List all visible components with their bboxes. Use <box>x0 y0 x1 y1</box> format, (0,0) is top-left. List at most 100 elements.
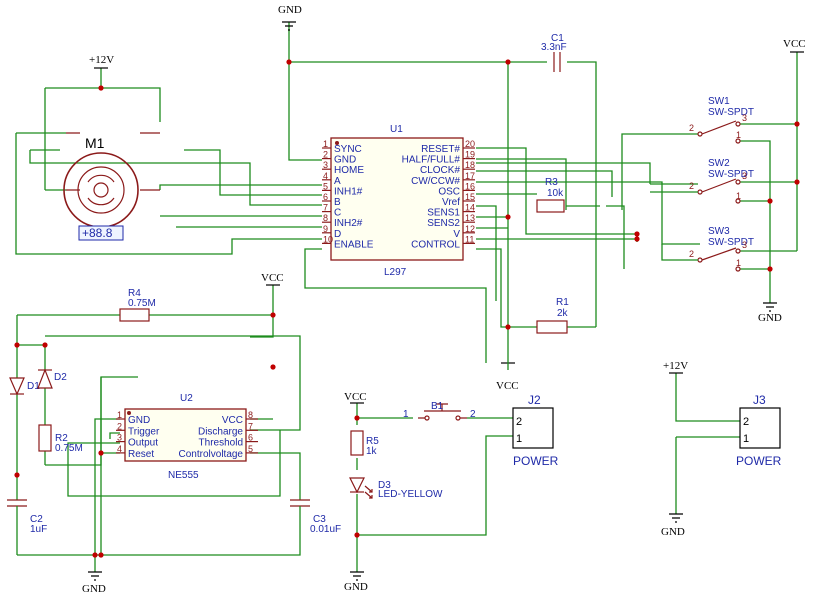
pin-number: 15 <box>465 192 475 202</box>
connector-j3: J3 2 1 POWER <box>736 393 782 468</box>
b1-pin1: 1 <box>403 409 409 420</box>
r5-value: 1k <box>366 446 378 457</box>
vcc-u2: VCC <box>261 272 284 286</box>
capacitor-c3: C3 0.01uF <box>290 499 341 535</box>
resistor-r2: R2 0.75M <box>38 424 83 454</box>
d3-value: LED-YELLOW <box>378 489 443 500</box>
sw2-type: SW-SPDT <box>708 169 754 180</box>
pin-name: B <box>334 197 341 208</box>
sw3-pin1: 1 <box>736 258 741 268</box>
pin-number: 16 <box>465 181 475 191</box>
resistor-r3: R3 10k <box>536 177 565 213</box>
gnd-j3: GND <box>661 513 685 538</box>
pin-name: CW/CCW# <box>411 176 460 187</box>
pin-number: 11 <box>465 234 474 244</box>
c1-ref: C1 <box>551 33 564 44</box>
pin-number: 1 <box>323 139 328 149</box>
sw1-type: SW-SPDT <box>708 107 754 118</box>
vcc-led: VCC <box>344 391 367 404</box>
svg-text:GND: GND <box>278 4 302 16</box>
pin-number: 12 <box>465 224 475 234</box>
pin-number: 6 <box>248 433 253 443</box>
svg-text:VCC: VCC <box>344 391 367 403</box>
r1-value: 2k <box>557 308 569 319</box>
wires <box>15 22 798 572</box>
j2-ref: J2 <box>528 393 541 407</box>
gnd-sw: GND <box>758 302 782 324</box>
capacitor-c1: C1 3.3nF <box>541 33 567 72</box>
svg-text:GND: GND <box>661 526 685 538</box>
resistor-r5: R5 1k <box>350 430 379 457</box>
capacitor-c2: C2 1uF <box>7 499 47 535</box>
sw3-pin2: 2 <box>689 249 694 259</box>
r1-ref: R1 <box>556 297 569 308</box>
r4-ref: R4 <box>128 288 141 299</box>
pin-name: SENS1 <box>427 208 460 219</box>
pin-number: 1 <box>117 410 122 420</box>
pin-number: 4 <box>323 171 328 181</box>
gnd-bottom-left: GND <box>82 571 106 595</box>
pin-number: 7 <box>248 421 253 431</box>
pin-number: 5 <box>248 444 253 454</box>
switch-sw1: SW1 SW-SPDT 2 1 3 <box>689 96 754 144</box>
r3-ref: R3 <box>545 177 558 188</box>
diode-d1: D1 <box>9 377 40 396</box>
sw1-pin2: 2 <box>689 123 694 133</box>
pin-number: 18 <box>465 160 475 170</box>
pin-name: CONTROL <box>411 239 460 250</box>
p12v-j3: +12V <box>663 360 688 374</box>
led-d3: D3 LED-YELLOW <box>349 477 443 500</box>
svg-text:GND: GND <box>758 312 782 324</box>
pin-name: Output <box>128 438 158 449</box>
pin-name: Vref <box>442 197 460 208</box>
switch-sw3: SW3 SW-SPDT 2 1 3 <box>661 226 754 272</box>
motor-ref: M1 <box>85 135 105 151</box>
pin-name: Trigger <box>128 426 160 437</box>
d1-ref: D1 <box>27 381 40 392</box>
svg-text:+12V: +12V <box>663 360 688 372</box>
sw3-type: SW-SPDT <box>708 237 754 248</box>
j2-pin2: 2 <box>516 416 522 428</box>
pin-number: 2 <box>117 421 122 431</box>
pin-name: GND <box>334 155 356 166</box>
r5-ref: R5 <box>366 436 379 447</box>
pin-name: GND <box>128 415 150 426</box>
sw2-ref: SW2 <box>708 158 730 169</box>
pin-name: OSC <box>438 186 460 197</box>
vcc-top-right: VCC <box>783 38 806 53</box>
pin-number: 19 <box>465 150 475 160</box>
pin-name: ENABLE <box>334 239 374 250</box>
pin-number: 7 <box>323 203 328 213</box>
r4-value: 0.75M <box>128 298 156 309</box>
j3-pin2: 2 <box>743 416 749 428</box>
pin-name: HOME <box>334 165 364 176</box>
j2-pin1: 1 <box>516 433 522 445</box>
svg-text:GND: GND <box>344 581 368 593</box>
pin-name: Reset <box>128 449 154 460</box>
pin-number: 14 <box>465 203 475 213</box>
switch-sw2: SW2 SW-SPDT 2 1 3 <box>650 158 754 204</box>
pin-number: 13 <box>465 213 475 223</box>
pin-name: SYNC <box>334 144 362 155</box>
sw3-ref: SW3 <box>708 226 730 237</box>
button-b1: B1 1 2 <box>403 401 476 421</box>
pin-number: 3 <box>323 160 328 170</box>
svg-text:VCC: VCC <box>496 380 519 392</box>
svg-text:VCC: VCC <box>783 38 806 50</box>
sw2-pin3: 3 <box>742 171 747 181</box>
p12v-motor: +12V <box>89 54 114 69</box>
pin-name: INH1# <box>334 186 363 197</box>
j2-name: POWER <box>513 454 559 468</box>
u2-ref: U2 <box>180 393 193 404</box>
motor-m1: M1 +88.8 <box>63 132 160 241</box>
j3-pin1: 1 <box>743 433 749 445</box>
pin-name: VCC <box>222 415 243 426</box>
vcc-u1-bottom: VCC <box>496 362 519 392</box>
r3-value: 10k <box>547 188 564 199</box>
sw2-pin1: 1 <box>736 191 741 201</box>
